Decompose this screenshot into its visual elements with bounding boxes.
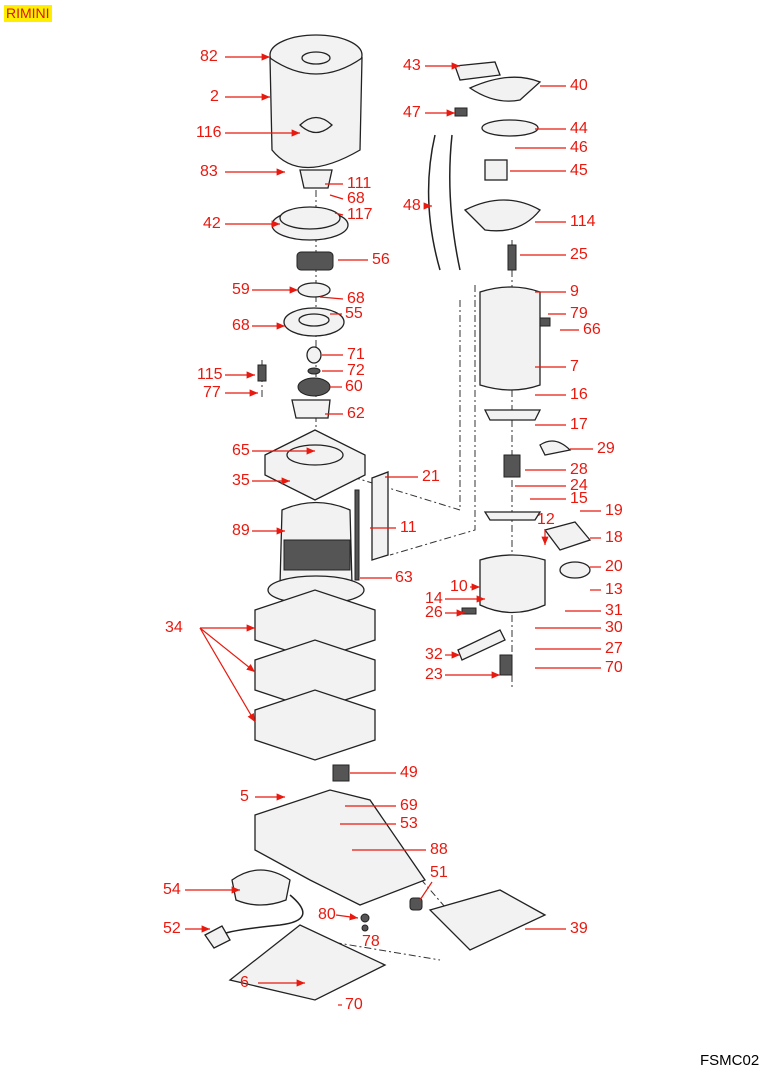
base-part: [204, 789, 547, 1001]
part-label-66[interactable]: 66: [583, 321, 601, 338]
part-label-24[interactable]: 24: [570, 477, 588, 494]
part-label-78[interactable]: 78: [362, 933, 380, 950]
part-label-13[interactable]: 13: [605, 581, 623, 598]
part-label-71[interactable]: 71: [347, 346, 365, 363]
part-label-72[interactable]: 72: [347, 362, 365, 379]
part-label-55[interactable]: 55: [345, 305, 363, 322]
part-label-53[interactable]: 53: [400, 815, 418, 832]
part-label-44[interactable]: 44: [570, 120, 588, 137]
part-label-68[interactable]: 68: [232, 317, 250, 334]
doser-base-part: [457, 521, 592, 676]
part-label-46[interactable]: 46: [570, 139, 588, 156]
part-label-54[interactable]: 54: [163, 881, 181, 898]
part-label-69[interactable]: 69: [400, 797, 418, 814]
part-label-49[interactable]: 49: [400, 764, 418, 781]
part-label-77[interactable]: 77: [203, 384, 221, 401]
part-label-70[interactable]: 70: [605, 659, 623, 676]
part-label-63[interactable]: 63: [395, 569, 413, 586]
part-label-6[interactable]: 6: [240, 974, 249, 991]
part-label-11[interactable]: 11: [400, 519, 417, 536]
hopper-part: [269, 34, 363, 189]
leader-line: [319, 296, 344, 300]
part-label-17[interactable]: 17: [570, 416, 588, 433]
doser-top-parts: [427, 61, 542, 271]
doser-chamber-part: [479, 286, 572, 521]
part-label-27[interactable]: 27: [605, 640, 623, 657]
part-label-48[interactable]: 48: [403, 197, 421, 214]
part-label-43[interactable]: 43: [403, 57, 421, 74]
part-label-45[interactable]: 45: [570, 162, 588, 179]
part-label-14[interactable]: 14: [425, 590, 443, 607]
part-label-21[interactable]: 21: [422, 468, 440, 485]
part-label-65[interactable]: 65: [232, 442, 250, 459]
part-label-9[interactable]: 9: [570, 283, 579, 300]
part-label-18[interactable]: 18: [605, 529, 623, 546]
leader-line: [419, 881, 433, 901]
part-label-7[interactable]: 7: [570, 358, 579, 375]
part-label-16[interactable]: 16: [570, 386, 588, 403]
leader-line: [199, 627, 256, 673]
part-label-23[interactable]: 23: [425, 666, 443, 683]
part-label-34[interactable]: 34: [165, 619, 183, 636]
part-label-39[interactable]: 39: [570, 920, 588, 937]
part-label-51[interactable]: 51: [430, 864, 448, 881]
part-label-5[interactable]: 5: [240, 788, 249, 805]
part-label-32[interactable]: 32: [425, 646, 443, 663]
part-label-70[interactable]: 70: [345, 996, 363, 1013]
part-label-80[interactable]: 80: [318, 906, 336, 923]
part-label-25[interactable]: 25: [570, 246, 588, 263]
adjustment-ring-part: [271, 206, 349, 241]
part-label-31[interactable]: 31: [605, 602, 623, 619]
part-label-88[interactable]: 88: [430, 841, 448, 858]
part-label-30[interactable]: 30: [605, 619, 623, 636]
drawing-code: FSMC02: [700, 1052, 760, 1069]
body-sections-part: [254, 589, 376, 782]
part-label-20[interactable]: 20: [605, 558, 623, 575]
leader-lines: [185, 53, 601, 1006]
part-label-115[interactable]: 115: [197, 366, 223, 383]
brand-badge: RIMINI: [4, 5, 52, 22]
part-label-68[interactable]: 68: [347, 290, 365, 307]
part-label-26[interactable]: 26: [425, 604, 443, 621]
leader-line: [334, 212, 344, 216]
part-label-68[interactable]: 68: [347, 190, 365, 207]
part-label-12[interactable]: 12: [537, 511, 555, 528]
part-label-52[interactable]: 52: [163, 920, 181, 937]
part-label-117[interactable]: 117: [347, 206, 373, 223]
part-label-29[interactable]: 29: [597, 440, 615, 457]
part-label-82[interactable]: 82: [200, 48, 218, 65]
part-label-62[interactable]: 62: [347, 405, 365, 422]
part-label-56[interactable]: 56: [372, 251, 390, 268]
leader-line: [329, 194, 344, 200]
leader-line: [199, 627, 256, 723]
part-label-89[interactable]: 89: [232, 522, 250, 539]
motor-support-part: [264, 429, 366, 501]
part-label-79[interactable]: 79: [570, 305, 588, 322]
part-label-42[interactable]: 42: [203, 215, 221, 232]
part-label-15[interactable]: 15: [570, 490, 588, 507]
burr-parts: [257, 251, 345, 419]
part-label-40[interactable]: 40: [570, 77, 588, 94]
part-label-116[interactable]: 116: [196, 124, 222, 141]
part-label-83[interactable]: 83: [200, 163, 218, 180]
part-label-2[interactable]: 2: [210, 88, 219, 105]
part-label-35[interactable]: 35: [232, 472, 250, 489]
motor-part: [267, 471, 389, 605]
leader-line: [335, 913, 359, 921]
part-label-60[interactable]: 60: [345, 378, 363, 395]
part-label-19[interactable]: 19: [605, 502, 623, 519]
part-label-59[interactable]: 59: [232, 281, 250, 298]
part-label-47[interactable]: 47: [403, 104, 421, 121]
part-label-28[interactable]: 28: [570, 461, 588, 478]
part-label-114[interactable]: 114: [570, 213, 596, 230]
part-label-10[interactable]: 10: [450, 578, 468, 595]
part-label-111[interactable]: 111: [347, 175, 372, 192]
